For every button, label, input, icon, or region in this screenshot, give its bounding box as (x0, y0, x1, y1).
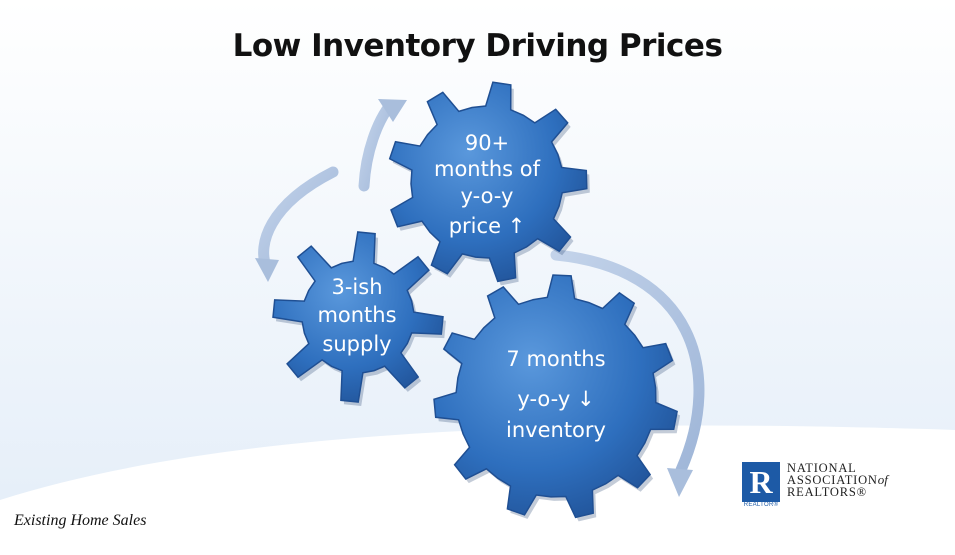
logo-tag: REALTOR® (743, 502, 779, 508)
logo-letter: R (749, 464, 773, 500)
gear-body (388, 81, 588, 283)
logo-wordmark: NATIONAL ASSOCIATIONof REALTORS® (787, 461, 888, 499)
logo-line-2: ASSOCIATION (787, 473, 878, 487)
arrow-right (550, 249, 705, 497)
footer-source: Existing Home Sales (14, 512, 147, 529)
arrow-top-left (255, 166, 339, 282)
gear-inventory-line-1: 7 months (506, 347, 605, 371)
nar-logo: R REALTOR® NATIONAL ASSOCIATIONof REALTO… (742, 462, 922, 510)
gear-price-line-1: 90+ (465, 131, 509, 155)
logo-line-3: REALTORS® (787, 485, 867, 499)
gear-price-line-2: months of (434, 157, 541, 181)
gear-inventory-line-2: y-o-y ↓ (517, 387, 594, 411)
logo-line-2-wrap: ASSOCIATIONof (787, 472, 888, 487)
realtor-r-icon: R (742, 462, 780, 502)
gear-supply-line-2: months (317, 303, 396, 327)
gear-supply-line-3: supply (322, 332, 391, 356)
gear-supply (272, 231, 446, 406)
gear-body (433, 274, 678, 519)
slide-title: Low Inventory Driving Prices (232, 28, 723, 64)
gear-price (388, 81, 590, 286)
gear-price-line-4: price ↑ (449, 214, 526, 238)
logo-line-1: NATIONAL (787, 461, 857, 475)
logo-line-2-suffix: of (877, 472, 888, 487)
arrow-top (358, 99, 407, 192)
gear-body (272, 231, 444, 403)
gear-supply-line-1: 3-ish (331, 275, 382, 299)
gear-price-line-3: y-o-y (461, 184, 514, 208)
gear-inventory (433, 274, 681, 522)
gear-inventory-line-3: inventory (506, 418, 606, 442)
background-curve (0, 425, 955, 555)
